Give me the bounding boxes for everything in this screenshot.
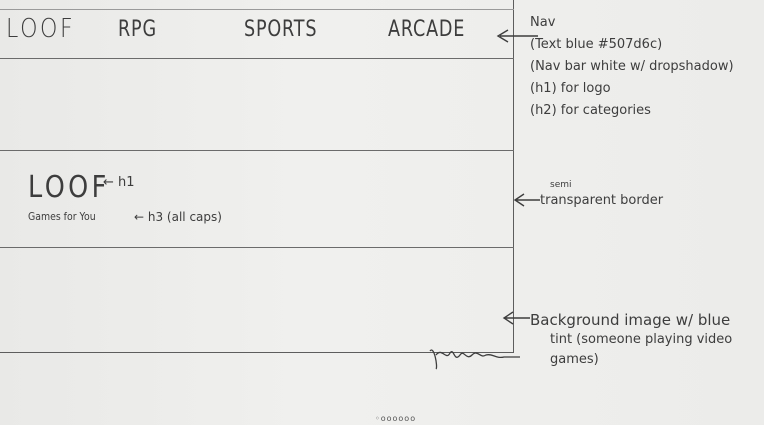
background-arrow-icon — [502, 311, 530, 325]
nav-item-sports[interactable]: SPORTS — [244, 17, 318, 42]
border-arrow-icon — [513, 193, 540, 207]
nav-annotation-line: (h2) for categories — [530, 103, 651, 118]
nav-annotation-line: (Nav bar white w/ dropshadow) — [530, 59, 734, 74]
top-edge-line — [0, 9, 514, 10]
background-annotation: Background image w/ blue tint (someone p… — [530, 310, 732, 370]
border-annotation: semi transparent border — [540, 180, 663, 212]
border-annotation-text: transparent border — [540, 193, 664, 208]
nav-bottom-line — [0, 58, 514, 59]
nav-annotation: Nav (Text blue #507d6c) (Nav bar white w… — [530, 12, 734, 122]
footer-scribble: ◦oooooo — [375, 414, 417, 423]
hero-bottom-line — [0, 247, 514, 248]
hero-tagline-note: ← h3 (all caps) — [134, 210, 222, 224]
hero-tagline: Games for You — [28, 210, 96, 223]
signature-scribble — [429, 349, 520, 370]
nav-annotation-line: Nav — [530, 15, 556, 30]
nav-item-arcade[interactable]: ARCADE — [388, 17, 466, 42]
nav-annotation-line: (h1) for logo — [530, 81, 611, 96]
hero-logo: LOOF — [28, 170, 110, 205]
background-annotation-line: Background image w/ blue — [530, 311, 731, 329]
nav-logo[interactable]: LOOF — [6, 14, 76, 44]
background-annotation-line: tint (someone playing video — [550, 332, 733, 347]
hero-top-line — [0, 150, 514, 151]
border-annotation-small: semi — [550, 180, 572, 190]
background-annotation-line: games) — [550, 352, 599, 367]
wireframe-frame — [0, 0, 514, 353]
nav-arrow-icon — [496, 29, 538, 43]
nav-item-rpg[interactable]: RPG — [118, 17, 157, 42]
hero-logo-note: ← h1 — [103, 175, 135, 190]
nav-annotation-line: (Text blue #507d6c) — [530, 37, 663, 52]
